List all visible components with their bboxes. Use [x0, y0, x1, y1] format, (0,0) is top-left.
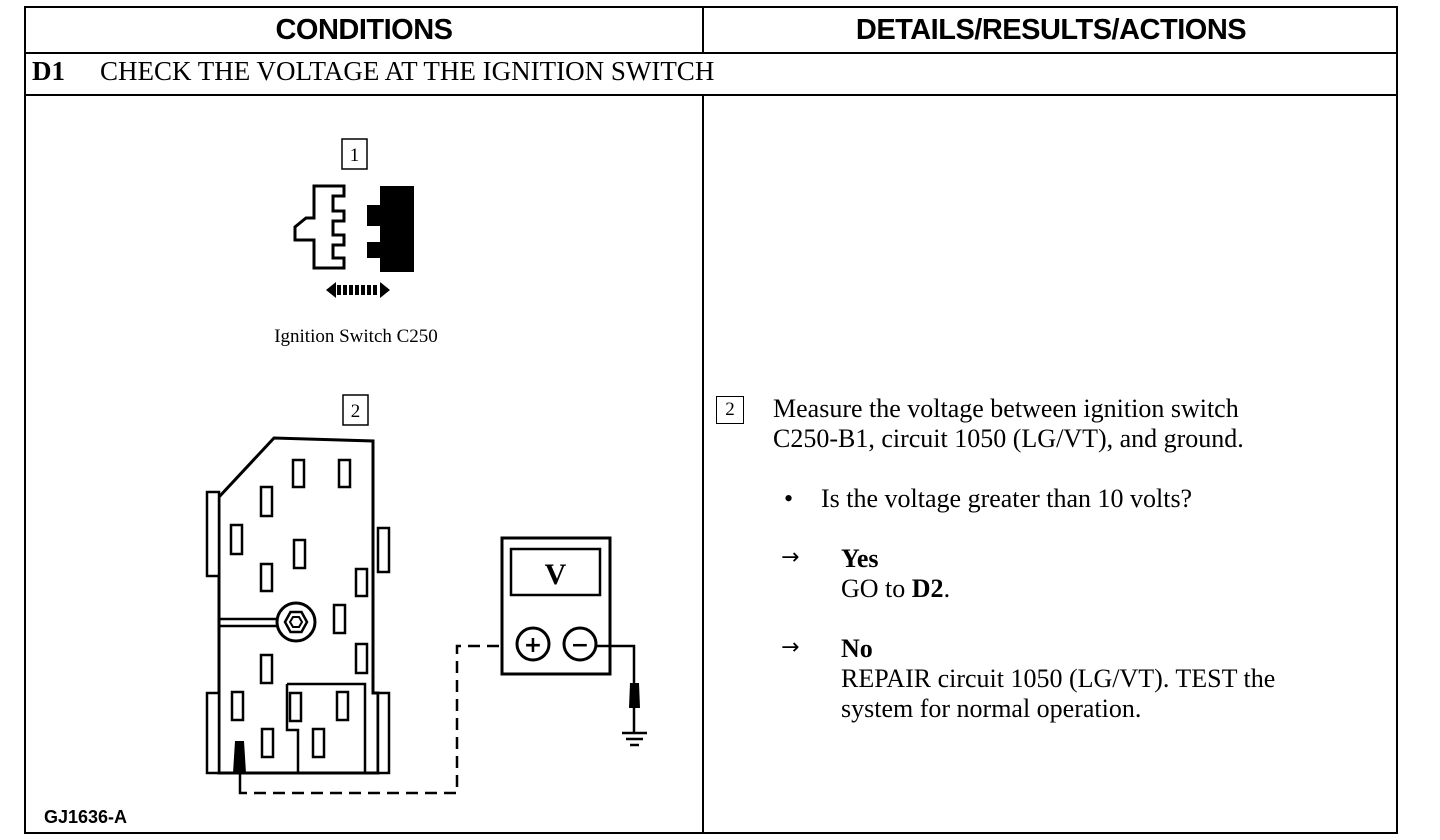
question-bullet: •: [784, 484, 794, 513]
column-divider: [702, 96, 704, 834]
no-action-line-2: system for normal operation.: [841, 694, 1142, 723]
yes-label: Yes: [841, 544, 879, 573]
yes-action-prefix: GO to: [841, 574, 912, 603]
voltmeter-icon: V + −: [500, 536, 612, 676]
step-number: 2: [725, 399, 735, 420]
meter-display-label: V: [545, 558, 567, 591]
yes-arrow-icon: →: [781, 545, 800, 570]
no-branch: No REPAIR circuit 1050 (LG/VT). TEST the…: [841, 634, 1275, 724]
question-text: Is the voltage greater than 10 volts?: [821, 484, 1193, 513]
diagnostic-table: CONDITIONS DETAILS/RESULTS/ACTIONS D1 CH…: [24, 6, 1398, 834]
instruction-line-1: Measure the voltage between ignition swi…: [773, 394, 1239, 423]
yes-action-suffix: .: [943, 574, 951, 603]
callout-2-box: [342, 394, 369, 426]
step-title: CHECK THE VOLTAGE AT THE IGNITION SWITCH: [100, 56, 715, 86]
figure-id: GJ1636-A: [44, 807, 127, 827]
title-rule: [26, 94, 1396, 96]
no-action-line-1: REPAIR circuit 1050 (LG/VT). TEST the: [841, 664, 1276, 693]
yes-branch: Yes GO to D2.: [841, 544, 950, 604]
yes-action-target: D2: [911, 574, 944, 603]
no-arrow-icon: →: [781, 635, 800, 660]
instruction-line-2: C250-B1, circuit 1050 (LG/VT), and groun…: [773, 424, 1244, 453]
center-stud-icon: [275, 601, 317, 643]
minus-terminal-symbol: −: [571, 633, 589, 658]
back-probe-icon: [233, 741, 246, 788]
step-id: D1: [32, 56, 65, 86]
no-label: No: [841, 634, 873, 663]
conditions-header: CONDITIONS: [275, 13, 453, 46]
test-lead-dashed: [238, 644, 517, 795]
connector-solid-icon: [367, 186, 414, 272]
details-header: DETAILS/RESULTS/ACTIONS: [855, 13, 1247, 46]
instruction-text: Measure the voltage between ignition swi…: [773, 394, 1244, 454]
yes-action: GO to D2.: [841, 574, 950, 604]
step-number-box: 2: [716, 396, 744, 424]
step-title-row: D1 CHECK THE VOLTAGE AT THE IGNITION SWI…: [32, 56, 714, 87]
header-rule: [26, 52, 1396, 54]
callout-1-number: 1: [350, 145, 360, 166]
ground-lead: [596, 644, 640, 733]
connector-outline-icon: [293, 184, 346, 270]
ground-symbol-icon: [622, 731, 647, 747]
callout-1-box: [341, 138, 368, 170]
plus-terminal-symbol: +: [524, 633, 542, 658]
header-divider: [702, 8, 704, 52]
callout-2-number: 2: [351, 401, 361, 422]
connector-caption: Ignition Switch C250: [274, 326, 438, 347]
disconnect-arrow-icon: [326, 282, 390, 298]
